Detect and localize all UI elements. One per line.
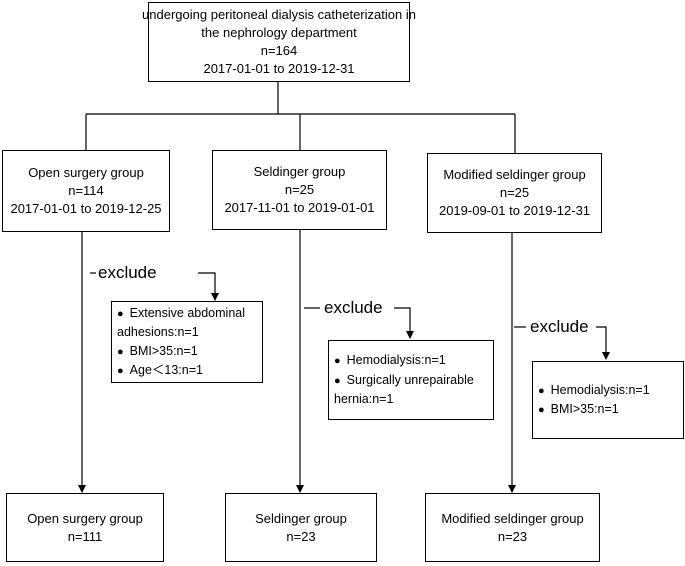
exclusion-item: ●Hemodialysis:n=1 [334, 351, 493, 371]
bullet-icon: ● [334, 355, 341, 368]
final-name: Seldinger group [255, 510, 347, 526]
bullet-icon: ● [538, 384, 545, 397]
exclusion-item: ●BMI>35:n=1 [538, 400, 683, 420]
group-name: Open surgery group [28, 165, 144, 180]
exclusion-box-seldinger: ●Hemodialysis:n=1 ●Surgically unrepairab… [328, 340, 494, 420]
exclusion-box-modified-seldinger: ●Hemodialysis:n=1 ●BMI>35:n=1 [532, 361, 684, 439]
exclude-label-3: exclude [530, 317, 589, 336]
bullet-icon: ● [117, 345, 124, 358]
exclusion-item: ●Surgically unrepairable [334, 371, 493, 391]
exclusion-item: ●Age＜13:n=1 [117, 361, 262, 381]
final-box-modified-seldinger: Modified seldinger group n=23 [425, 493, 600, 562]
population-count: n=164 [260, 43, 298, 58]
exclude-label-1: exclude [98, 263, 157, 282]
bullet-icon: ● [117, 307, 124, 320]
exclusion-item: ●Extensive abdominal [117, 304, 262, 324]
exclusion-item: ●BMI>35:n=1 [117, 342, 262, 362]
population-box: undergoing peritoneal dialysis catheteri… [142, 2, 416, 82]
bullet-icon: ● [117, 365, 124, 377]
exclusion-item-cont: adhesions:n=1 [117, 325, 199, 339]
population-line2: the nephrology department [201, 25, 357, 40]
group-box-open-surgery: Open surgery group n=114 2017-01-01 to 2… [2, 150, 170, 232]
group-count: n=114 [68, 183, 104, 198]
final-box-open-surgery: Open surgery group n=111 [6, 493, 164, 562]
exclude-arrow-2-right [394, 307, 414, 339]
exclude-arrow-3-right [596, 326, 610, 360]
population-line1: undergoing peritoneal dialysis catheteri… [142, 7, 416, 22]
final-count: n=111 [67, 528, 103, 544]
bullet-icon: ● [334, 374, 341, 387]
group-count: n=25 [499, 185, 530, 200]
group-count: n=25 [284, 182, 315, 197]
final-name: Modified seldinger group [441, 510, 584, 526]
group-name: Modified seldinger group [443, 167, 586, 182]
group-box-modified-seldinger: Modified seldinger group n=25 2019-09-01… [427, 153, 602, 233]
exclusion-box-open-surgery: ●Extensive abdominal adhesions:n=1 ●BMI>… [111, 301, 263, 383]
group-dates: 2019-09-01 to 2019-12-31 [438, 203, 591, 218]
final-box-seldinger: Seldinger group n=23 [225, 493, 377, 562]
bullet-icon: ● [538, 404, 545, 416]
final-name: Open surgery group [27, 510, 143, 526]
group-dates: 2017-11-01 to 2019-01-01 [224, 200, 375, 215]
final-count: n=23 [497, 528, 528, 544]
population-dates: 2017-01-01 to 2019-12-31 [203, 61, 355, 76]
group-box-seldinger: Seldinger group n=25 2017-11-01 to 2019-… [212, 150, 387, 230]
exclusion-item: ●Hemodialysis:n=1 [538, 381, 683, 401]
group-name: Seldinger group [253, 164, 346, 179]
exclusion-item-cont: hernia:n=1 [334, 392, 394, 407]
group-dates: 2017-01-01 to 2019-12-25 [10, 201, 162, 216]
final-count: n=23 [286, 528, 316, 544]
exclude-arrow-1-right [198, 272, 219, 301]
exclude-label-2: exclude [324, 298, 383, 317]
